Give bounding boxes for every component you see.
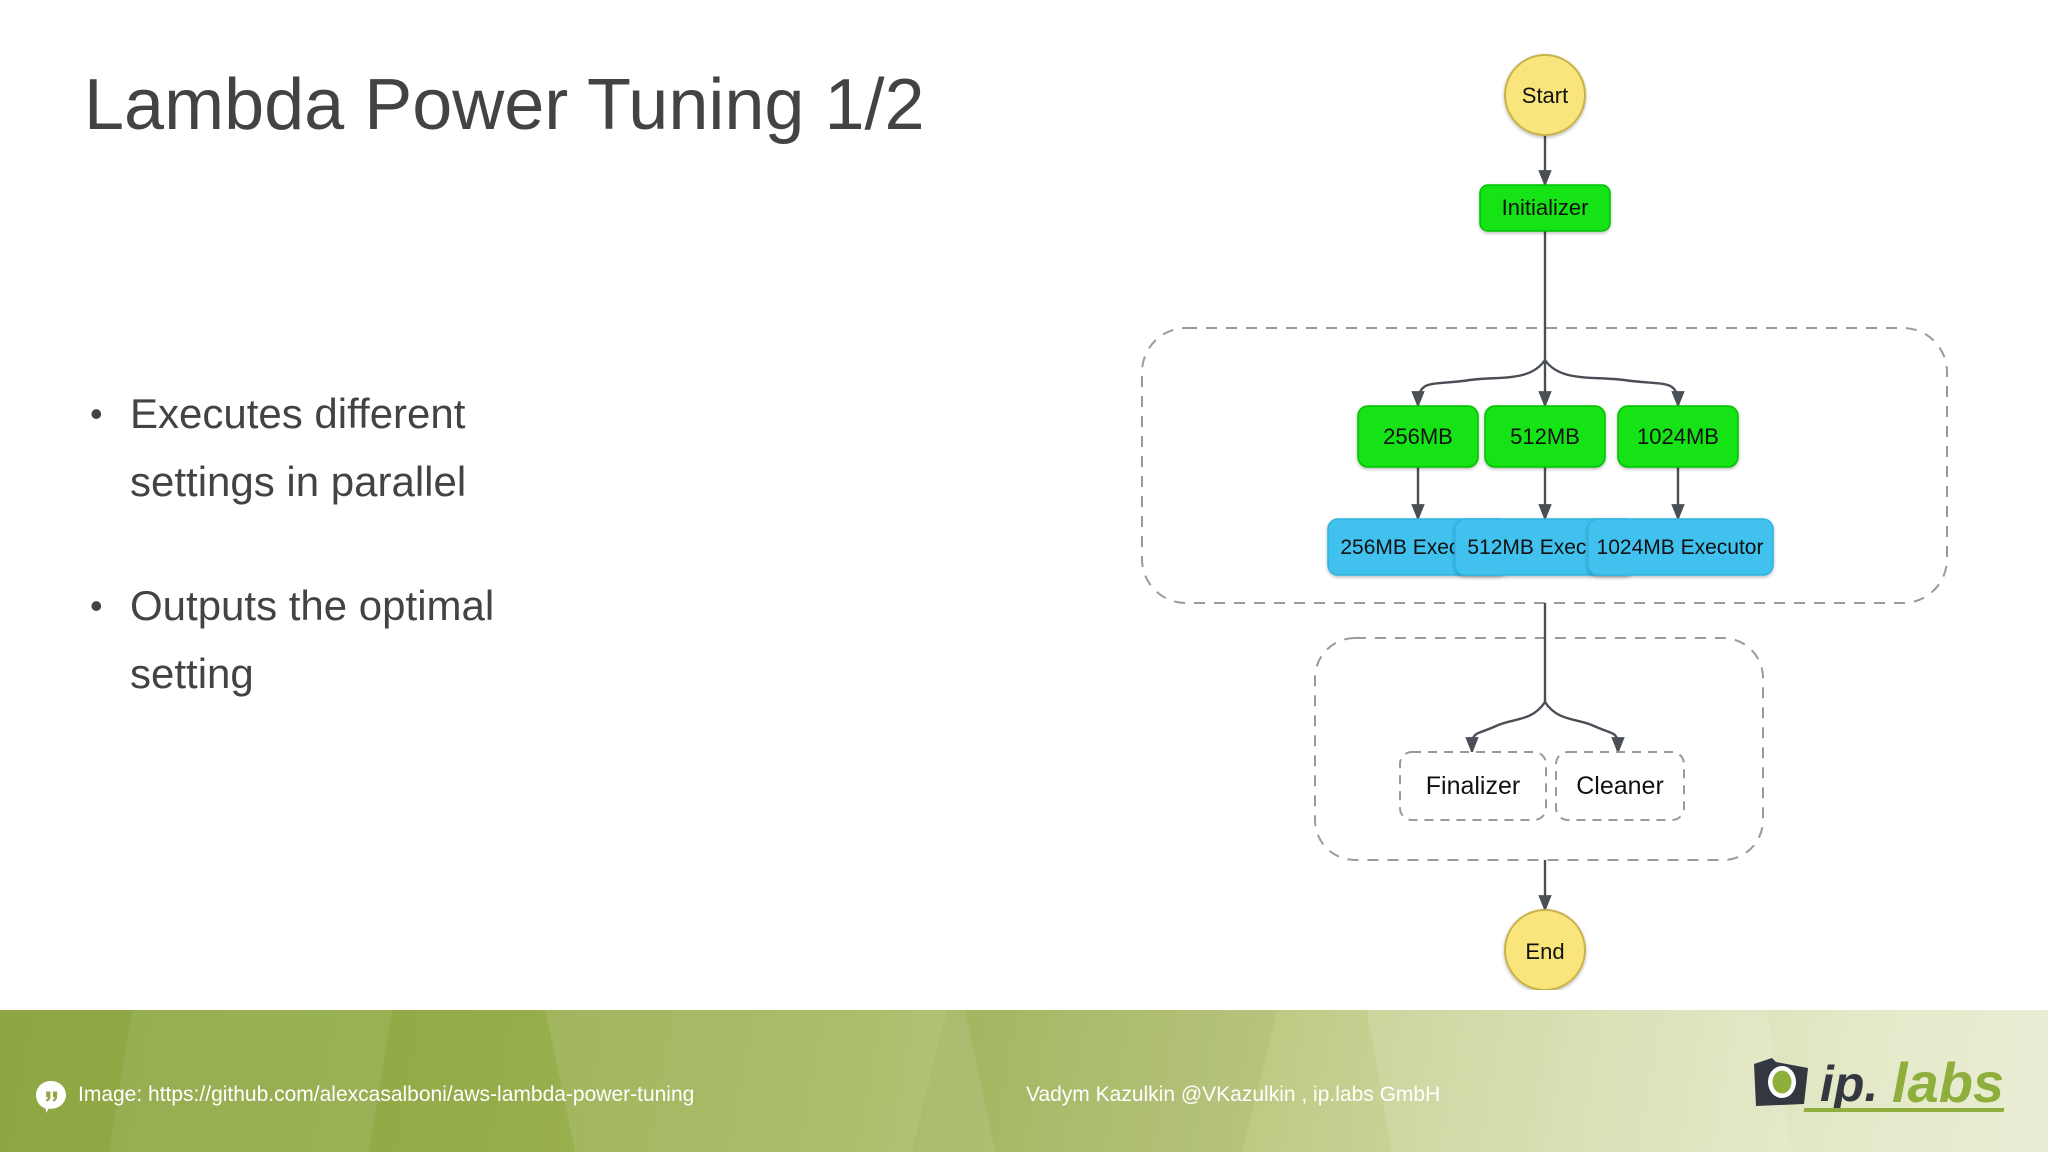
node-power-256mb[interactable]: 256MB bbox=[1357, 405, 1479, 468]
node-cleaner[interactable]: Cleaner bbox=[1555, 751, 1685, 821]
footer-facet bbox=[1359, 1010, 1801, 1152]
bullet-marker-icon: • bbox=[90, 585, 103, 626]
footer-facet bbox=[538, 1010, 1002, 1152]
node-initializer-label: Initializer bbox=[1502, 195, 1589, 220]
footer-band bbox=[0, 1010, 2048, 1152]
logo-underline bbox=[1803, 1108, 2005, 1112]
bullet-text: Outputs the optimal setting bbox=[130, 582, 495, 697]
node-power-256mb-label: 256MB bbox=[1383, 424, 1453, 449]
camera-aperture-icon bbox=[1754, 1058, 1808, 1106]
ip-labs-logo: ip. labs bbox=[1746, 1044, 2026, 1128]
node-start[interactable]: Start bbox=[1504, 54, 1586, 136]
node-power-512mb-label: 512MB bbox=[1510, 424, 1580, 449]
node-executor-1024mb-label: 1024MB Executor bbox=[1597, 536, 1764, 559]
logo-text-dark: ip. bbox=[1820, 1056, 1878, 1112]
node-end[interactable]: End bbox=[1504, 909, 1586, 990]
quote-bubble-icon bbox=[34, 1080, 68, 1114]
edge-fanout-cleaner bbox=[1543, 701, 1625, 754]
bullet-list: • Executes different settings in paralle… bbox=[84, 380, 704, 764]
node-finalizer[interactable]: Finalizer bbox=[1399, 751, 1547, 821]
edge-fanout-1024mb bbox=[1544, 359, 1685, 408]
node-initializer[interactable]: Initializer bbox=[1479, 184, 1611, 232]
node-end-label: End bbox=[1525, 939, 1564, 964]
node-start-label: Start bbox=[1522, 83, 1568, 108]
state-machine-diagram: Start Initializer 256MB 256MB Executor 5… bbox=[1100, 30, 2000, 990]
list-item: • Outputs the optimal setting bbox=[84, 572, 704, 708]
logo-text-light: labs bbox=[1892, 1051, 2004, 1114]
node-finalizer-label: Finalizer bbox=[1426, 772, 1520, 800]
node-executor-512mb-label: 512MB Executor bbox=[1467, 536, 1622, 559]
node-power-1024mb-label: 1024MB bbox=[1637, 424, 1719, 449]
footer-source-text: Image: https://github.com/alexcasalboni/… bbox=[78, 1083, 695, 1106]
node-cleaner-label: Cleaner bbox=[1576, 772, 1664, 800]
edge-fanout-finalizer bbox=[1465, 701, 1547, 754]
footer-facet bbox=[902, 1010, 1288, 1152]
page-title: Lambda Power Tuning 1/2 bbox=[84, 65, 925, 145]
list-item: • Executes different settings in paralle… bbox=[84, 380, 704, 516]
bullet-text: Executes different settings in parallel bbox=[130, 390, 467, 505]
finalize-branch-container bbox=[1314, 637, 1764, 861]
node-executor-1024mb[interactable]: 1024MB Executor bbox=[1587, 518, 1774, 576]
node-power-1024mb[interactable]: 1024MB bbox=[1617, 405, 1739, 468]
footer-author-text: Vadym Kazulkin @VKazulkin , ip.labs GmbH bbox=[1026, 1083, 1441, 1106]
footer-facet bbox=[104, 1010, 396, 1152]
edge-fanout-256mb bbox=[1411, 359, 1546, 408]
bullet-marker-icon: • bbox=[90, 393, 103, 434]
node-power-512mb[interactable]: 512MB bbox=[1484, 405, 1606, 468]
